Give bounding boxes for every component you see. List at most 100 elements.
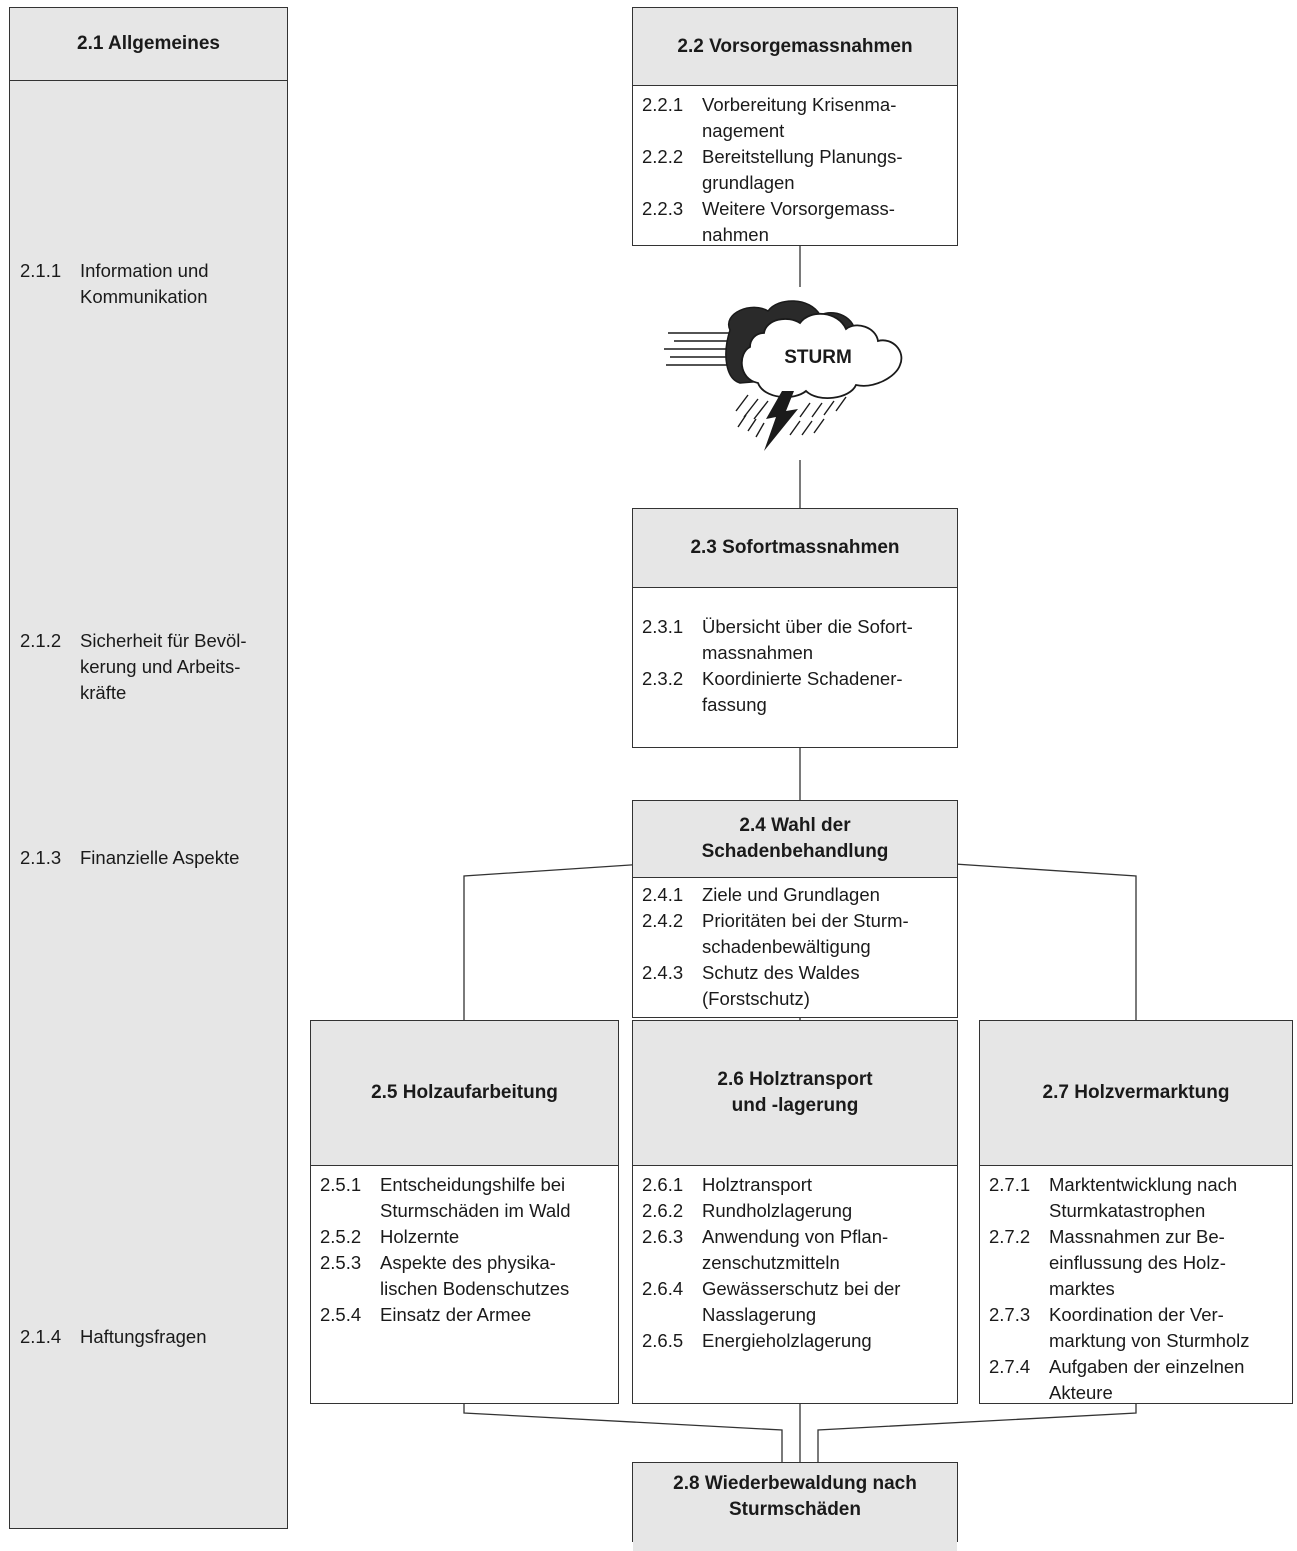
sidebar-item-2-1-3: 2.1.3 Finanzielle Aspekte [20,845,285,871]
box-2-4-header: 2.4 Wahl der Schadenbehandlung [633,801,957,878]
item-line: Holzernte [380,1226,460,1247]
box-2-8-header: 2.8 Wiederbewaldung nach Sturmschäden [633,1463,957,1551]
sidebar-item-number: 2.1.2 [20,630,62,651]
item-number: 2.7.4 [989,1356,1031,1377]
item-line: nahmen [702,224,769,245]
box-2-6-timber-transport-storage: 2.6 Holztransport und -lagerung 2.6.1 Hol… [632,1020,958,1404]
box-2-7-header: 2.7 Holzvermarktung [980,1021,1292,1166]
list-item: 2.6.2 Rundholzlagerung [642,1198,949,1224]
sidebar-item-line: Finanzielle Aspekte [80,847,240,868]
item-line: Vorbereitung Krisenma- [702,94,897,115]
box-2-5-title: 2.5 Holzaufarbeitung [371,1082,558,1103]
list-item: 2.4.1 Ziele und Grundlagen [642,882,949,908]
item-line: Einsatz der Armee [380,1304,532,1325]
sidebar-item-2-1-2: 2.1.2 Sicherheit für Bevöl-kerung und Ar… [20,628,285,706]
item-line: Sturmkatastrophen [1049,1200,1206,1221]
item-number: 2.7.2 [989,1226,1031,1247]
box-2-2-title: 2.2 Vorsorgemassnahmen [677,35,913,57]
item-number: 2.3.1 [642,616,684,637]
item-line: Holztransport [702,1174,813,1195]
box-2-3-header: 2.3 Sofortmassnahmen [633,509,957,588]
item-line: Anwendung von Pflan- [702,1226,889,1247]
sidebar-item-line: Sicherheit für Bevöl- [80,630,247,651]
item-number: 2.7.3 [989,1304,1031,1325]
item-number: 2.7.1 [989,1174,1031,1195]
box-2-8-reforestation: 2.8 Wiederbewaldung nach Sturmschäden [632,1462,958,1551]
item-line: Koordination der Ver- [1049,1304,1224,1325]
box-2-6-title-line: und -lagerung [731,1095,859,1116]
item-number: 2.5.4 [320,1304,362,1325]
item-line: einflussung des Holz- [1049,1252,1226,1273]
sidebar-item-number: 2.1.3 [20,847,62,868]
item-number: 2.4.1 [642,884,684,905]
list-item: 2.4.2 Prioritäten bei der Sturm-schadenbe… [642,908,949,960]
box-2-8-title-line: Sturmschäden [729,1499,861,1520]
item-number: 2.4.2 [642,910,684,931]
box-2-4-title-line: 2.4 Wahl der [739,815,851,836]
item-line: Rundholzlagerung [702,1200,853,1221]
storm-label: STURM [784,347,852,368]
box-2-4-title-line: Schadenbehandlung [701,841,889,862]
connector-27-28 [817,1404,1137,1462]
general-panel-header: 2.1 Allgemeines [10,8,287,81]
item-line: Prioritäten bei der Sturm- [702,910,909,931]
sidebar-item-line: kräfte [80,682,127,703]
item-number: 2.2.2 [642,146,684,167]
item-number: 2.6.5 [642,1330,684,1351]
item-line: fassung [702,694,767,715]
general-panel-title: 2.1 Allgemeines [77,33,220,54]
list-item: 2.5.4 Einsatz der Armee [320,1302,610,1328]
sidebar-item-number: 2.1.4 [20,1326,62,1347]
item-number: 2.4.3 [642,962,684,983]
item-line: Massnahmen zur Be- [1049,1226,1225,1247]
box-2-2-header: 2.2 Vorsorgemassnahmen [633,8,957,86]
item-line: schadenbewältigung [702,936,871,957]
storm-cloud-icon: STURM [664,300,903,451]
box-2-6-title-line: 2.6 Holztransport [717,1069,873,1090]
general-panel: 2.1 Allgemeines [9,7,288,1529]
item-number: 2.2.3 [642,198,684,219]
box-2-3-title: 2.3 Sofortmassnahmen [690,537,900,558]
item-line: Ziele und Grundlagen [702,884,880,905]
item-line: zenschutzmitteln [702,1252,840,1273]
item-line: Koordinierte Schadener- [702,668,903,689]
sidebar-item-line: Kommunikation [80,286,208,307]
connector-25-28 [463,1404,783,1462]
item-number: 2.2.1 [642,94,684,115]
item-line: grundlagen [702,172,795,193]
box-2-2-precautions: 2.2 Vorsorgemassnahmen 2.2.1 Vorbereitung… [632,7,958,246]
box-2-6-header: 2.6 Holztransport und -lagerung [633,1021,957,1166]
list-item: 2.5.2 Holzernte [320,1224,610,1250]
item-number: 2.6.4 [642,1278,684,1299]
list-item: 2.6.1 Holztransport [642,1172,949,1198]
box-2-4-damage-treatment: 2.4 Wahl der Schadenbehandlung 2.4.1 Ziel… [632,800,958,1018]
box-2-7-title: 2.7 Holzvermarktung [1042,1082,1230,1103]
item-line: Gewässerschutz bei der [702,1278,901,1299]
item-number: 2.6.3 [642,1226,684,1247]
item-line: Aspekte des physika- [380,1252,556,1273]
list-item: 2.6.3 Anwendung von Pflan-zenschutzmittel… [642,1224,949,1276]
list-item: 2.2.1 Vorbereitung Krisenma-nagement [642,92,949,144]
sidebar-item-2-1-4: 2.1.4 Haftungsfragen [20,1324,285,1350]
item-number: 2.6.2 [642,1200,684,1221]
item-line: Schutz des Waldes [702,962,860,983]
item-number: 2.6.1 [642,1174,684,1195]
item-number: 2.3.2 [642,668,684,689]
list-item: 2.5.3 Aspekte des physika-lischen Bodensc… [320,1250,610,1302]
item-number: 2.5.2 [320,1226,362,1247]
item-number: 2.5.3 [320,1252,362,1273]
item-line: nagement [702,120,785,141]
item-line: lischen Bodenschutzes [380,1278,570,1299]
